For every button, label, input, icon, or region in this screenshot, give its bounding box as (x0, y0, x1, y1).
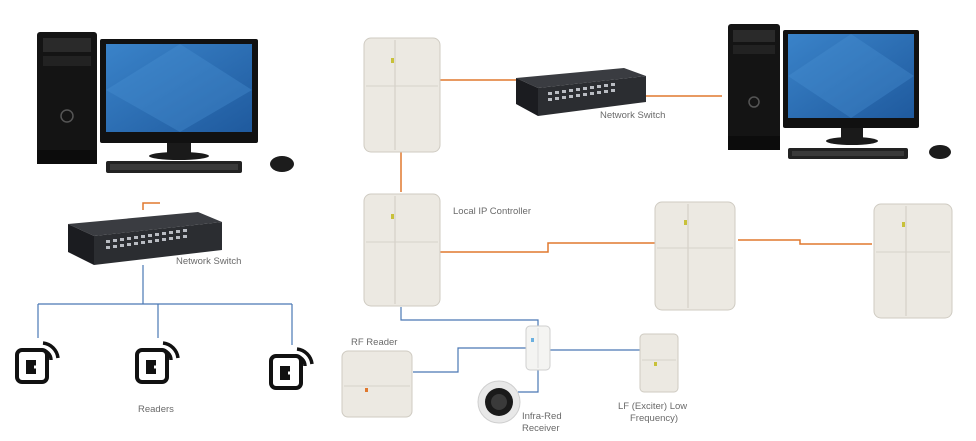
lf-exciter-label-line1: LF (Exciter) Low (618, 401, 688, 412)
link-controller-main-to-controller-3 (440, 242, 655, 253)
network-switch-left-label: Network Switch (176, 256, 242, 267)
local-ip-controller-label: Local IP Controller (453, 206, 531, 217)
infra-red-receiver-icon (477, 380, 521, 424)
ethernet-links (142, 79, 872, 253)
desktop-computer-icon (728, 24, 951, 159)
network-switch-icon (516, 68, 646, 116)
infra-red-receiver-label-line1: Infra-Red (522, 411, 562, 422)
network-switch-icon (68, 212, 222, 265)
junction-module-icon (525, 325, 551, 371)
rfid-reader-icon (269, 347, 314, 390)
link-pc-left-to-switch-left (142, 202, 160, 210)
ip-controller-icon (363, 37, 441, 153)
lf-exciter-icon (639, 333, 679, 393)
ip-controller-icon (873, 203, 953, 319)
rs485-links (37, 265, 640, 393)
lf-exciter-label-line2: Frequency) (630, 413, 679, 424)
infra-red-receiver-label-line2: Receiver (522, 423, 560, 434)
rf-reader-device-icon (341, 350, 413, 418)
rfid-reader-icon (15, 341, 60, 384)
link-controller-3-to-controller-4 (738, 239, 872, 245)
link-hub-to-rf-reader (413, 347, 527, 373)
network-switch-top-label: Network Switch (600, 110, 666, 121)
ip-controller-icon (654, 201, 736, 311)
readers-label: Readers (138, 404, 174, 415)
link-hub-to-ir-receiver (518, 370, 539, 393)
desktop-computer-icon (37, 32, 294, 173)
rfid-reader-icon (135, 341, 180, 384)
link-controller-main-to-hub (400, 307, 539, 328)
rf-reader-label: RF Reader (351, 337, 398, 348)
ip-controller-icon (363, 193, 441, 307)
